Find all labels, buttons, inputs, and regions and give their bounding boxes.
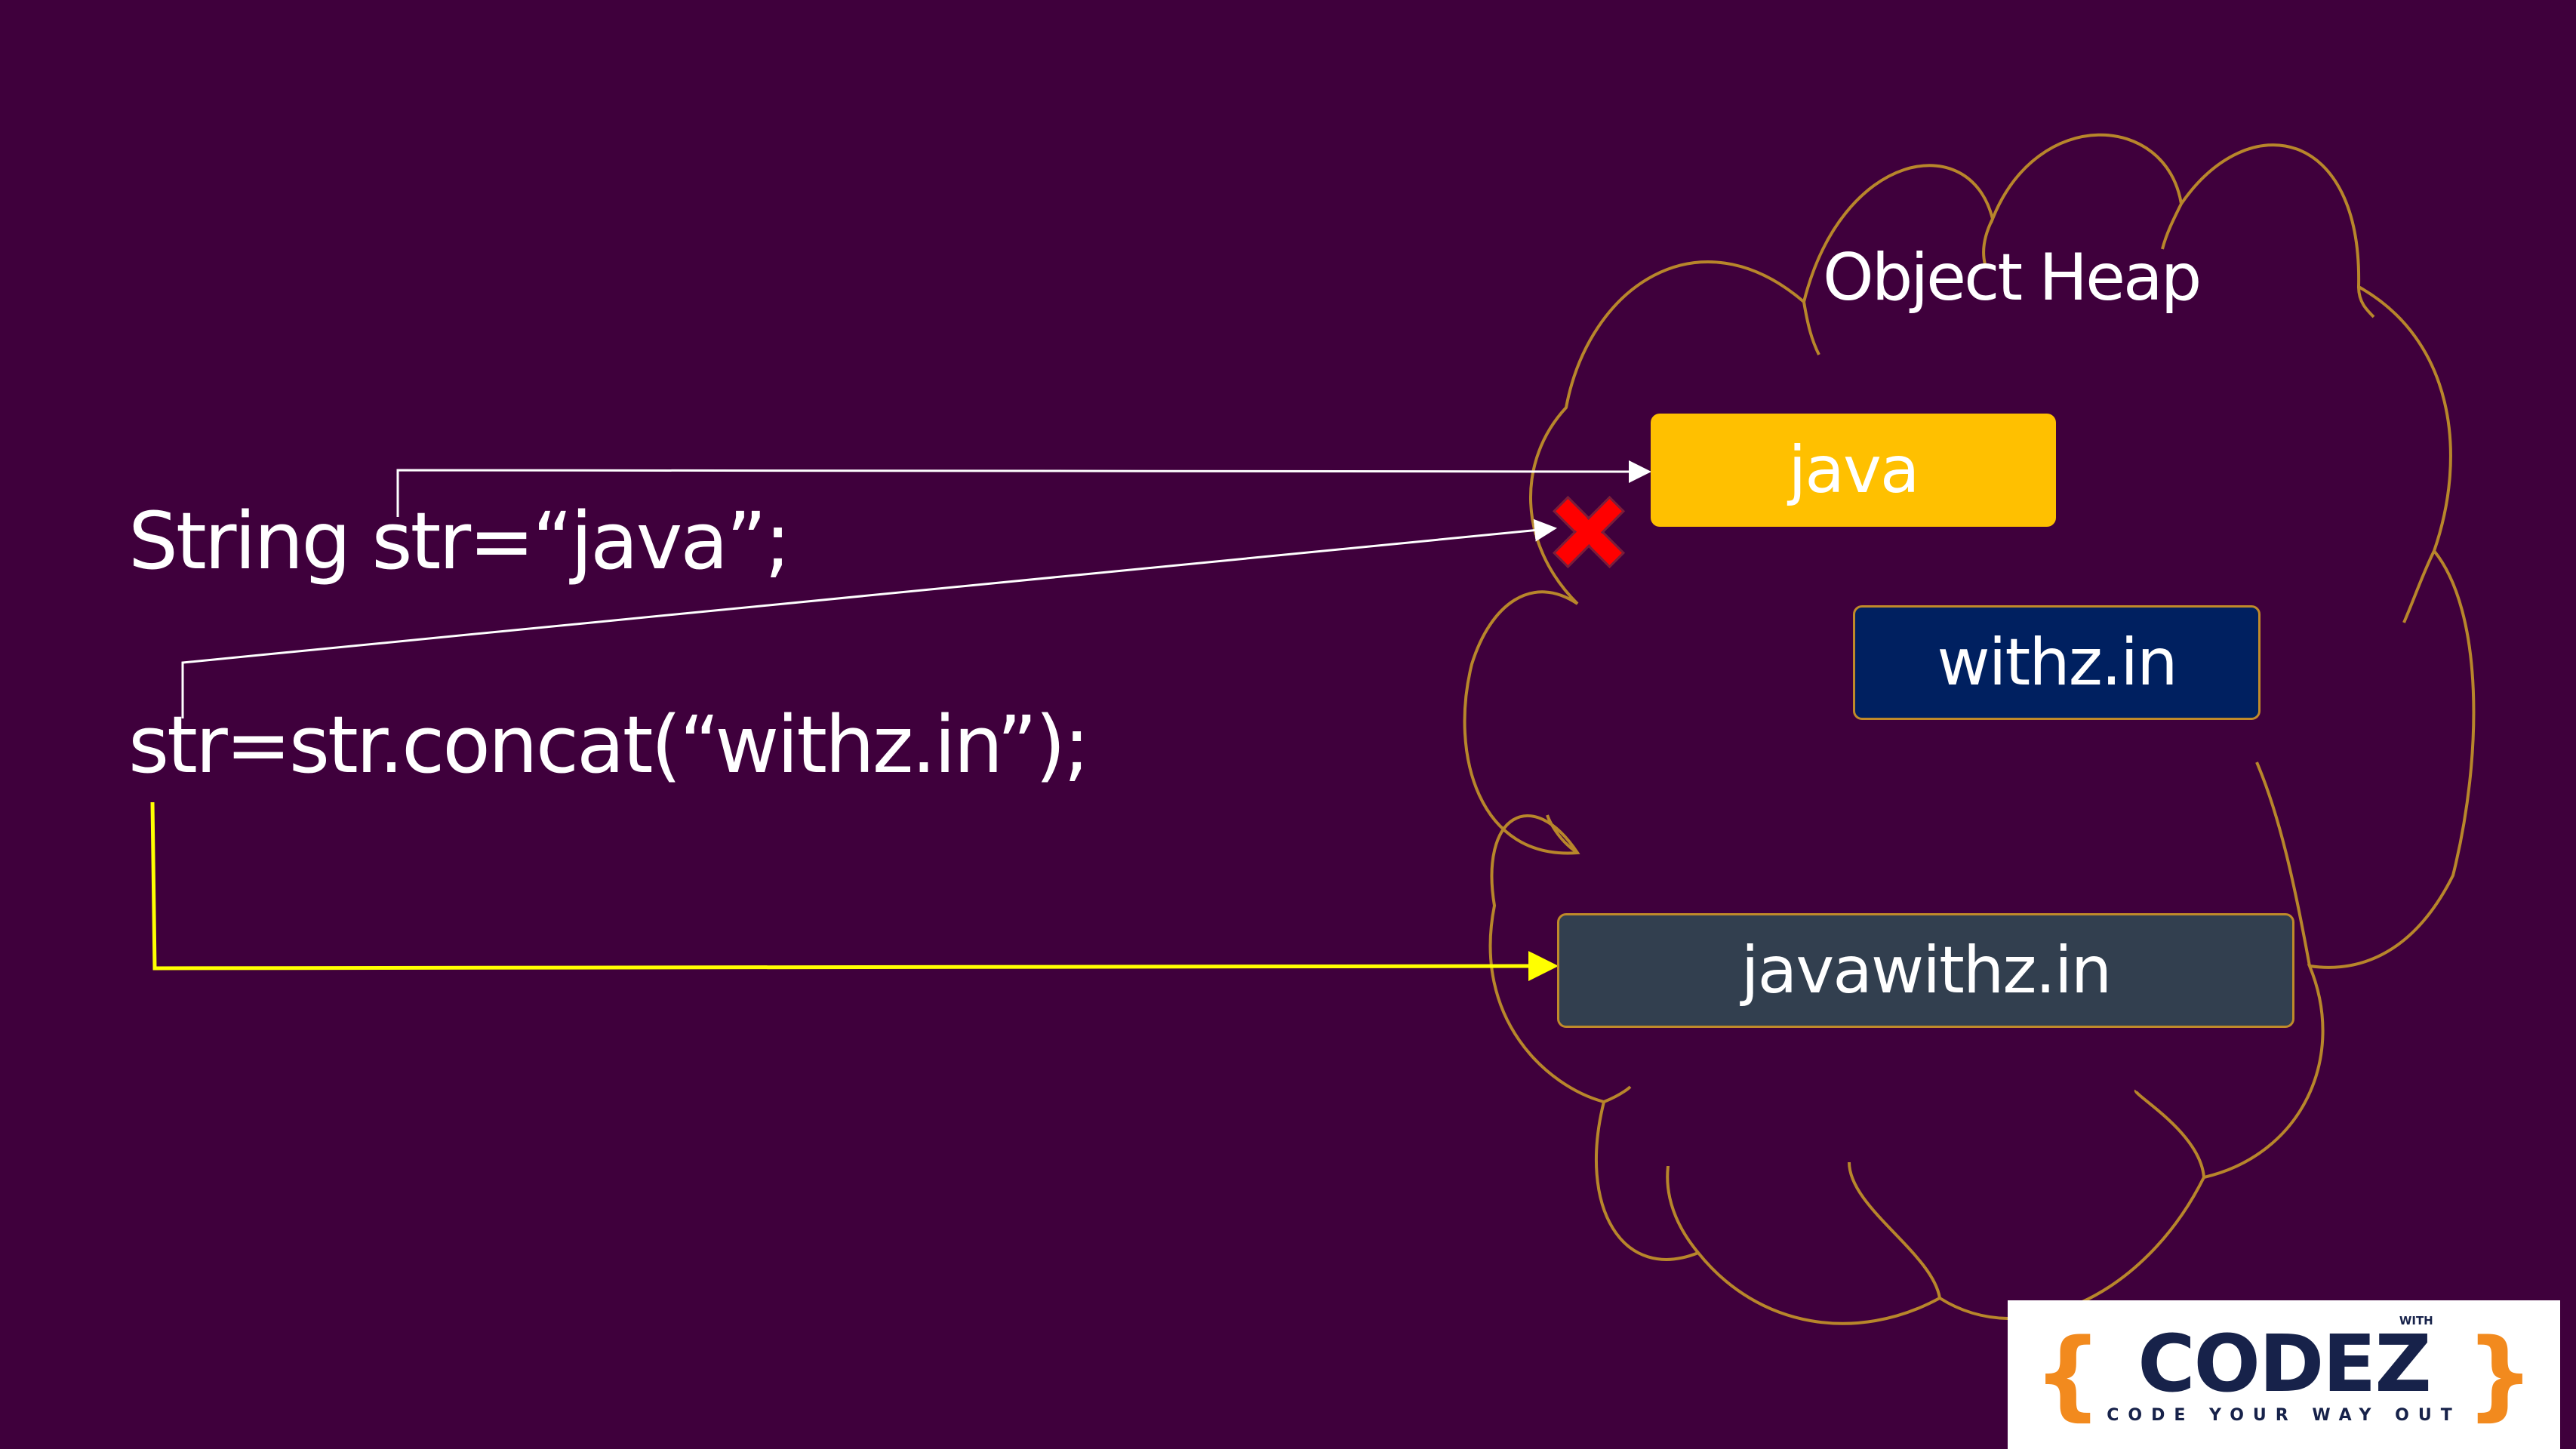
code-line-concat-assignment: str=str.concat(“withz.in”); bbox=[128, 699, 1090, 791]
heap-object-withz: withz.in bbox=[1853, 605, 2261, 720]
logo-wordmark: CODEZ bbox=[2137, 1318, 2432, 1410]
code-line-string-declaration: String str=“java”; bbox=[128, 495, 791, 587]
logo-mark: { CODEZ WITH CODE YOUR WAY OUT } bbox=[2033, 1314, 2534, 1431]
logo-tagline: CODE YOUR WAY OUT bbox=[2107, 1406, 2461, 1425]
codez-logo: { CODEZ WITH CODE YOUR WAY OUT } bbox=[2008, 1300, 2560, 1449]
logo-brace-close: } bbox=[2465, 1318, 2534, 1431]
heap-cloud-outline bbox=[1463, 133, 2476, 1325]
logo-brace-open: { bbox=[2033, 1318, 2103, 1431]
reference-arrow-concat-to-java bbox=[181, 518, 1557, 718]
reference-arrow-str-to-java bbox=[396, 460, 1651, 517]
logo-word-block: CODEZ WITH CODE YOUR WAY OUT bbox=[2107, 1314, 2461, 1425]
object-heap-title: Object Heap bbox=[1823, 240, 2202, 315]
red-x-icon bbox=[1552, 495, 1626, 569]
new-reference-arrow-str-to-javawithz bbox=[150, 801, 1559, 982]
heap-object-javawithz: javawithz.in bbox=[1557, 913, 2294, 1028]
heap-object-java: java bbox=[1651, 414, 2056, 527]
heap-cloud-inner-strokes bbox=[1546, 203, 2436, 1299]
logo-with-label: WITH bbox=[2396, 1314, 2436, 1327]
